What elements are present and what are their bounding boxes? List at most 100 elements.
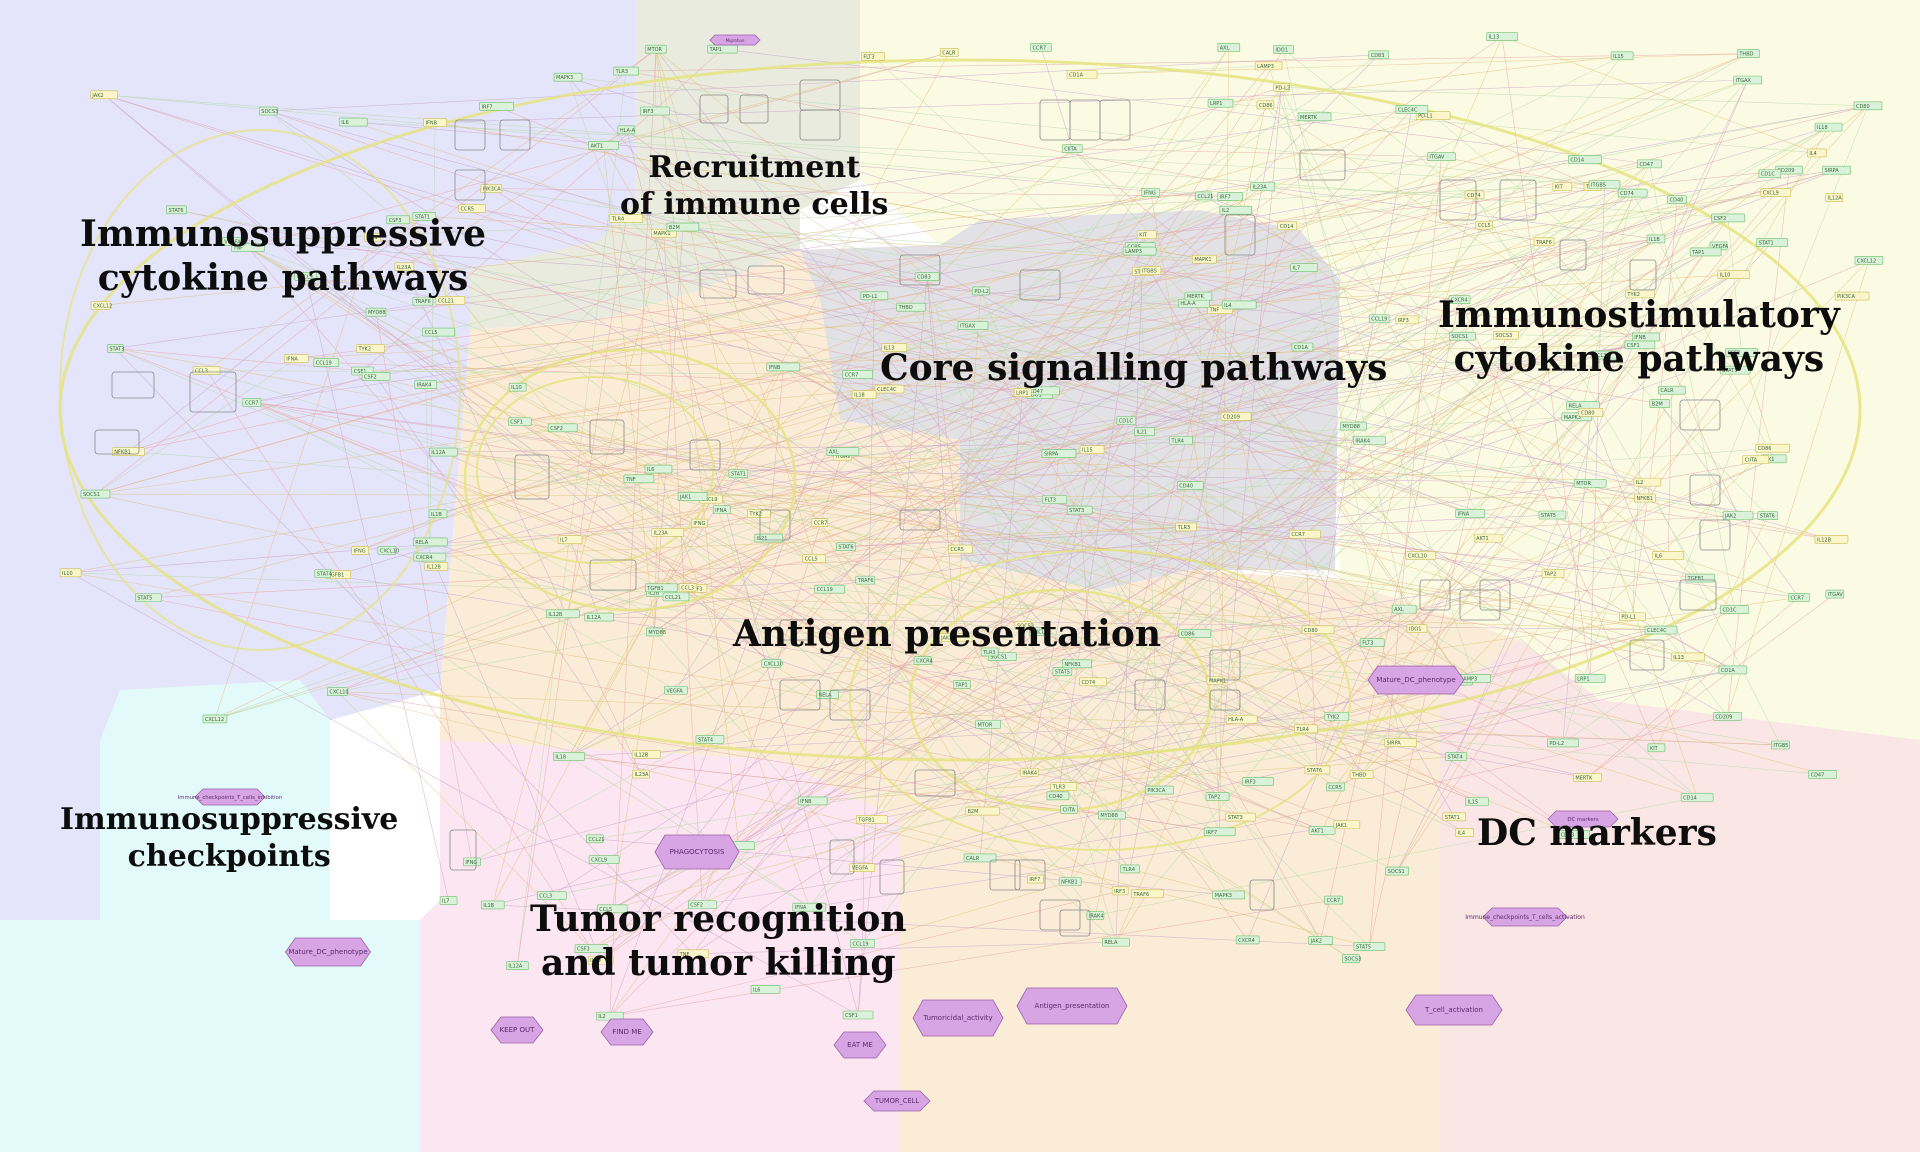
gene-node[interactable]: AXL (1217, 43, 1241, 52)
gene-node[interactable]: ITGAV (1825, 589, 1845, 599)
gene-node[interactable]: AKT1 (588, 141, 619, 150)
gene-node[interactable]: CXCL10 (1405, 551, 1437, 560)
gene-node[interactable]: PD-L1 (1415, 111, 1451, 121)
gene-node[interactable]: KIT (1552, 182, 1573, 191)
complex-node[interactable] (589, 419, 625, 455)
gene-node[interactable]: CIITA (1061, 144, 1083, 154)
gene-node[interactable]: SOCS3 (1014, 621, 1034, 630)
gene-node[interactable]: CSF3 (1725, 348, 1758, 357)
gene-node[interactable]: TAP1 (707, 44, 738, 54)
gene-node[interactable]: CCR5 (1326, 782, 1345, 792)
gene-node[interactable]: CXCL9 (1760, 188, 1792, 197)
gene-node[interactable]: TGFB1 (644, 583, 678, 593)
gene-node[interactable]: CCL19 (1368, 314, 1390, 324)
complex-node[interactable] (739, 94, 769, 124)
gene-node[interactable]: MYD88 (365, 307, 387, 317)
phenotype-node[interactable]: FIND ME (600, 1018, 654, 1046)
gene-node[interactable]: IRF3 (1242, 777, 1274, 786)
gene-node[interactable]: CCL21 (662, 592, 690, 602)
gene-node[interactable]: IL13 (1671, 652, 1705, 662)
gene-node[interactable]: TLR4 (1169, 436, 1193, 445)
gene-node[interactable]: NFKB1 (1058, 877, 1082, 886)
gene-node[interactable]: CXCL12 (90, 301, 112, 310)
gene-node[interactable]: IRF7 (479, 102, 514, 111)
gene-node[interactable]: IL21 (754, 533, 784, 543)
phenotype-node[interactable]: Tumoricidal_activity (912, 999, 1004, 1037)
gene-node[interactable]: CCL19 (313, 358, 340, 367)
gene-node[interactable]: RELA (816, 690, 839, 699)
gene-node[interactable]: B2M (965, 806, 1000, 816)
gene-node[interactable]: IL15 (1465, 797, 1489, 806)
gene-node[interactable]: IL1B (480, 900, 505, 910)
complex-node[interactable] (779, 679, 821, 711)
gene-node[interactable]: CSF3 (386, 215, 411, 225)
complex-node[interactable] (699, 94, 729, 124)
gene-node[interactable]: IL12B (424, 562, 449, 571)
gene-node[interactable]: IL23A (1250, 182, 1275, 191)
gene-node[interactable]: PIK3CA (480, 184, 503, 193)
complex-node[interactable] (1689, 474, 1721, 506)
gene-node[interactable]: IFNB (766, 362, 801, 372)
gene-node[interactable]: STAT6 (1304, 765, 1331, 775)
gene-node[interactable]: TLR3 (980, 647, 999, 657)
gene-node[interactable]: IFNB (797, 796, 828, 806)
gene-node[interactable]: JAK1 (364, 232, 381, 242)
gene-node[interactable]: LAMP3 (1122, 246, 1157, 256)
gene-node[interactable]: CD83 (1368, 50, 1390, 60)
gene-node[interactable]: THBD (1349, 770, 1374, 779)
gene-node[interactable]: STAT3 (1719, 365, 1751, 375)
phenotype-node[interactable]: DC markers (1547, 810, 1619, 828)
gene-node[interactable]: FLT3 (1042, 495, 1068, 504)
gene-node[interactable]: PIK3CA (1145, 785, 1174, 795)
gene-node[interactable]: TAP2 (1205, 792, 1230, 801)
gene-node[interactable]: CCL21 (586, 834, 604, 844)
complex-node[interactable] (899, 509, 941, 531)
gene-node[interactable]: AXL (826, 447, 860, 456)
gene-node[interactable]: CD74 (1617, 188, 1648, 198)
gene-node[interactable]: CXCL9 (588, 855, 620, 864)
gene-node[interactable]: IL1B (428, 509, 448, 519)
gene-node[interactable]: IL4 (1221, 300, 1257, 310)
gene-node[interactable]: TLR3 (1175, 522, 1197, 532)
gene-node[interactable]: TGFB1 (855, 815, 888, 824)
complex-node[interactable] (111, 371, 155, 399)
phenotype-node[interactable]: Antigen_presentation (1016, 987, 1128, 1025)
complex-node[interactable] (1014, 859, 1046, 891)
gene-node[interactable]: IRF3 (1111, 886, 1129, 896)
gene-node[interactable]: CALR (963, 853, 997, 863)
gene-node[interactable]: IFNA (712, 505, 731, 515)
complex-node[interactable] (189, 371, 237, 413)
complex-node[interactable] (1499, 179, 1537, 221)
phenotype-node[interactable]: Mature_DC_phenotype (285, 937, 371, 967)
complex-node[interactable] (454, 119, 486, 151)
gene-node[interactable]: IL15 (1079, 445, 1105, 454)
gene-node[interactable]: IFNA (1455, 509, 1485, 518)
gene-node[interactable]: TNF (623, 474, 655, 484)
gene-node[interactable]: CIITA (1060, 805, 1078, 814)
gene-node[interactable]: JAK2 (90, 90, 118, 100)
gene-node[interactable]: SIRPA (1822, 165, 1851, 175)
gene-node[interactable]: IL6 (338, 117, 368, 127)
gene-node[interactable]: MTOR (1573, 478, 1607, 488)
gene-node[interactable]: SIRPA (1384, 738, 1417, 747)
gene-node[interactable]: IRAK4 (1086, 911, 1105, 920)
gene-node[interactable]: CD1A (1291, 342, 1314, 352)
phenotype-node[interactable]: Immune_checkpoints_T_cells_activation (1465, 907, 1585, 927)
gene-node[interactable]: TLR3 (1050, 782, 1077, 791)
gene-node[interactable]: CCL5 (596, 904, 628, 914)
gene-node[interactable]: CLEC4C (1644, 625, 1678, 635)
gene-node[interactable]: CCL5 (802, 554, 826, 563)
gene-node[interactable]: CXCR4 (1235, 935, 1260, 945)
phenotype-node[interactable]: Immune_checkpoints_T_cells_inhibition (178, 788, 283, 806)
complex-node[interactable] (449, 829, 477, 871)
gene-node[interactable]: IRAK4 (1353, 435, 1386, 445)
gene-node[interactable]: STAT5 (1353, 942, 1386, 951)
gene-node[interactable]: CCL3 (678, 583, 697, 592)
gene-node[interactable]: CLEC4C (1395, 105, 1429, 114)
gene-node[interactable]: IL23A (651, 528, 684, 537)
phenotype-node[interactable]: Mature_DC_phenotype (1367, 665, 1465, 695)
gene-node[interactable]: IL23A (632, 769, 650, 779)
gene-node[interactable]: SOCS1 (1385, 866, 1409, 876)
gene-node[interactable]: STAT3 (1066, 505, 1093, 515)
gene-node[interactable]: CSF1 (1624, 340, 1656, 350)
